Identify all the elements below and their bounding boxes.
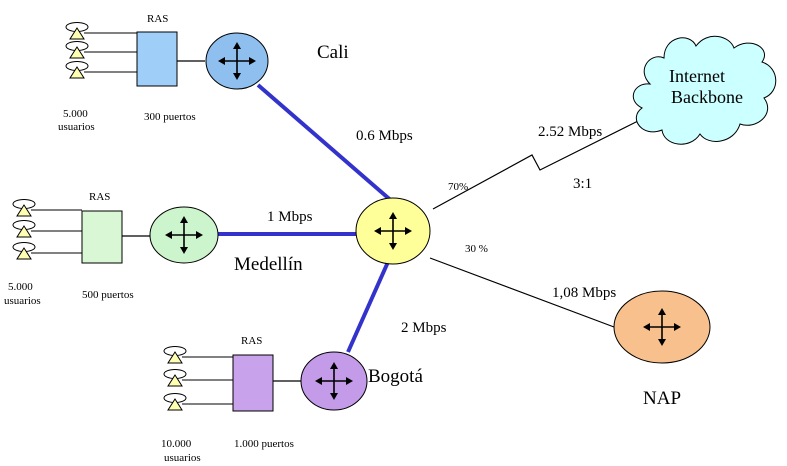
router-bogota [300,351,368,411]
site-bogota: RAS Bogotá 10.000 usuarios 1.000 puertos [161,335,423,464]
cloud-icon [632,35,777,145]
modem-icon [12,220,36,238]
internet-label: Internet [669,66,725,86]
ras-box [81,210,123,264]
internet-backbone-cloud: Internet Backbone [632,35,777,145]
bogota-modems [163,346,233,411]
modem-icon [163,393,187,411]
modem-icon [163,369,187,387]
users-count: 5.000 [63,108,88,120]
internet-share-label: 70% [448,181,468,193]
router-nap [613,290,711,364]
ras-box [136,31,178,87]
link-label-cali: 0.6 Mbps [356,128,413,144]
site-cali: RAS Cali 5.000 usuarios 300 puertos [58,13,349,133]
link-bogota-core [346,261,390,353]
ports-label: 500 puertos [82,289,134,301]
links [218,83,641,353]
backbone-label: Backbone [671,87,743,107]
link-label-nap: 1,08 Mbps [552,285,616,301]
modem-icon [65,61,89,79]
ras-box [232,354,274,412]
users-count: 5.000 [8,281,33,293]
link-core-nap [429,257,615,328]
router-cali [205,32,269,90]
users-count: 10.000 [161,438,192,450]
link-label-internet: 2.52 Mbps [538,124,602,140]
ports-label: 1.000 puertos [234,438,294,450]
ports-label: 300 puertos [144,111,196,123]
users-label: usuarios [164,452,201,464]
modem-icon [65,41,89,59]
modem-icon [12,199,36,217]
link-label-bogota: 2 Mbps [401,320,447,336]
modem-icon [65,22,89,40]
site-name: Medellín [234,254,303,275]
modem-icon [163,346,187,364]
link-core-internet [432,119,641,210]
router-core [355,197,431,265]
link-cali-core [256,83,396,205]
nap-label: NAP [643,388,681,409]
link-label-medellin: 1 Mbps [267,209,313,225]
oversubscription-label: 3:1 [573,176,592,192]
nap-share-label: 30 % [465,243,488,255]
site-medellin: RAS Medellín 5.000 usuarios 500 puertos [4,191,303,307]
medellin-modems [12,199,82,260]
users-label: usuarios [4,295,41,307]
ras-label: RAS [147,13,168,25]
ras-label: RAS [241,335,262,347]
site-name: Bogotá [368,366,423,387]
users-label: usuarios [58,121,95,133]
site-name: Cali [317,42,349,63]
cali-modems [65,22,137,79]
router-medellin [149,206,219,264]
ras-label: RAS [89,191,110,203]
modem-icon [12,242,36,260]
